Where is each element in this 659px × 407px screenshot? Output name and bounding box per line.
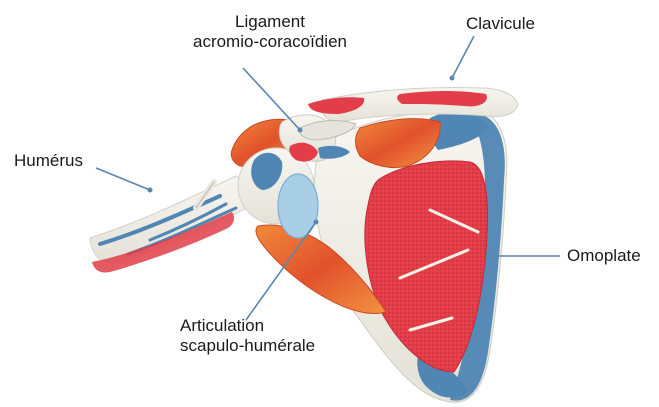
label-ligament-line1: Ligament [175,12,365,32]
label-clavicule-text: Clavicule [466,14,535,33]
label-humerus-text: Humérus [14,151,83,170]
label-articulation-line1: Articulation [180,316,315,336]
label-ligament-line2: acromio-coracoïdien [175,32,365,52]
label-omoplate-text: Omoplate [567,246,641,265]
leader-clavicule [452,36,474,78]
label-articulation-line2: scapulo-humérale [180,336,315,356]
label-clavicule: Clavicule [466,14,535,34]
label-ligament: Ligament acromio-coracoïdien [175,12,365,52]
label-articulation: Articulation scapulo-humérale [180,316,315,356]
label-humerus: Humérus [14,151,83,171]
label-omoplate: Omoplate [567,246,641,266]
leader-humerus [96,168,150,190]
